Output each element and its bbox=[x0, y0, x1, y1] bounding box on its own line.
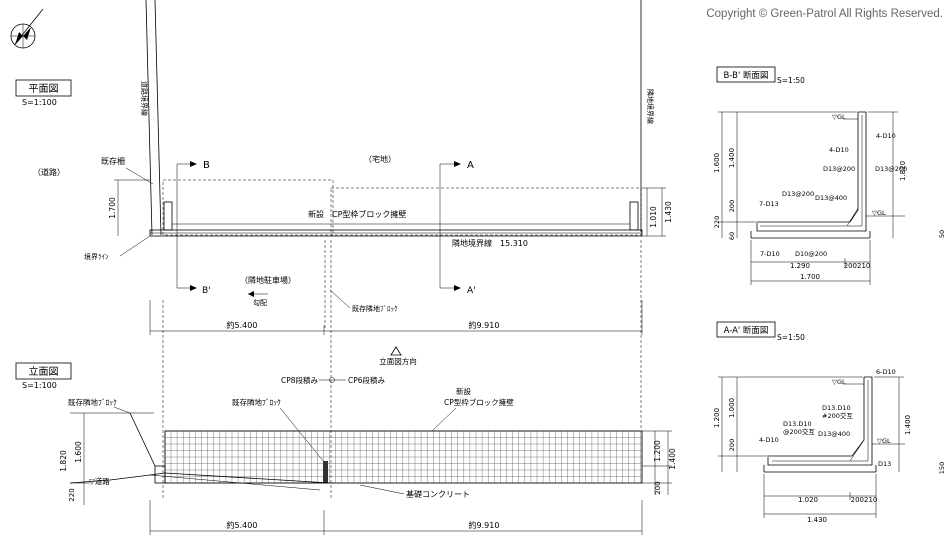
plan-neighbor-boundary-length: 隣地境界線 15.310 bbox=[452, 238, 528, 248]
plan-marker-b: B bbox=[203, 160, 210, 171]
elevation-new-label: 新設 bbox=[456, 386, 471, 396]
plan-neighbor-parking-label: （隣地駐車場） bbox=[240, 275, 296, 285]
section-bb-gl-top: ▽GL bbox=[832, 113, 846, 121]
plan-marker-b-prime: B' bbox=[202, 286, 211, 296]
plan-marker-a: A bbox=[467, 160, 474, 171]
plan-view-direction: 立面図方向 bbox=[379, 356, 417, 366]
elevation-dim-right: 約9.910 bbox=[469, 520, 500, 530]
section-bb-rebar-d10-200: D10@200 bbox=[795, 250, 827, 258]
elevation-title-box bbox=[15, 362, 72, 380]
elevation-cp8-label: CP8段積み bbox=[281, 375, 319, 385]
section-aa-rebar-d13-400: D13@400 bbox=[818, 430, 850, 438]
section-bb-rebar-d13-200-b: D13@200 bbox=[875, 165, 907, 173]
section-bb-scale: S=1:50 bbox=[777, 76, 805, 85]
plan-lot-label: （宅地） bbox=[364, 154, 396, 164]
section-aa-gl-bottom: ▽GL bbox=[877, 437, 891, 445]
plan-title: 平面図 bbox=[29, 83, 59, 95]
section-aa-rebar-d13d10-a: D13.D10 bbox=[822, 404, 851, 412]
elevation-title: 立面図 bbox=[29, 365, 59, 378]
elevation-dim-1600: 1.600 bbox=[74, 441, 83, 463]
section-aa-dim-150: 150 bbox=[938, 462, 946, 474]
plan-dim-1430: 1.430 bbox=[664, 201, 673, 223]
plan-marker-a-prime: A' bbox=[467, 286, 476, 296]
section-bb-rebar-4d10-b: 4-D10 bbox=[829, 146, 849, 154]
plan-existing-fence-label: 既存柵 bbox=[101, 156, 125, 166]
plan-road-label: （道路） bbox=[33, 167, 65, 177]
elevation-dim-200: 200 bbox=[654, 481, 662, 494]
section-bb-dim-220: 220 bbox=[713, 216, 721, 228]
section-bb-dim-1290: 1.290 bbox=[790, 262, 810, 270]
plan-scale: S=1:100 bbox=[22, 98, 57, 107]
section-bb-dim-50: 50 bbox=[938, 230, 946, 238]
section-aa-dim-1020: 1.020 bbox=[798, 496, 818, 504]
section-bb-dim-60: 60 bbox=[728, 232, 736, 240]
plan-dim-right: 約9.910 bbox=[469, 320, 500, 330]
section-aa-rebar-200-a: #200交互 bbox=[822, 411, 853, 420]
section-bb-dim-1700: 1.700 bbox=[800, 273, 820, 281]
elevation-existing-block-left: 既存隣地ﾌﾞﾛｯｸ bbox=[68, 397, 117, 407]
copyright-notice: Copyright © Green-Patrol All Rights Rese… bbox=[706, 8, 943, 20]
section-bb-dim-200: 200 bbox=[728, 200, 736, 212]
section-aa-dim-1000: 1.000 bbox=[728, 398, 736, 418]
section-bb-title-box bbox=[716, 66, 776, 83]
section-aa-dim-1200: 1.200 bbox=[713, 408, 721, 428]
section-bb-rebar-d13-200-c: D13@200 bbox=[782, 190, 814, 198]
elevation-view: 立面図 S=1:100 既存隣地ﾌﾞﾛｯｸ 既存隣地ﾌﾞﾛｯｸ CP8段積み C… bbox=[15, 240, 677, 535]
plan-new-wall-label: 新設 CP型枠ブロック擁壁 bbox=[308, 209, 406, 219]
section-aa-rebar-4d10: 4-D10 bbox=[759, 436, 779, 444]
section-bb-dim-1600: 1.600 bbox=[713, 153, 721, 173]
elevation-dim-1400: 1.400 bbox=[668, 448, 677, 470]
section-aa-rebar-d13: D13 bbox=[878, 460, 891, 468]
plan-road-boundary-label: 道路境界線 bbox=[140, 81, 149, 116]
north-compass-icon bbox=[10, 8, 44, 49]
section-bb-rebar-4d10-a: 4-D10 bbox=[876, 132, 896, 140]
plan-view: 平面図 S=1:100 道路境界線 隣地境界線 （道路） （宅地） 既存柵 新設… bbox=[15, 0, 673, 366]
elevation-existing-block-center: 既存隣地ﾌﾞﾛｯｸ bbox=[232, 397, 281, 407]
section-bb-rebar-7d10: 7-D10 bbox=[760, 250, 780, 258]
section-aa-scale: S=1:50 bbox=[777, 333, 805, 342]
section-bb-gl-bottom: ▽GL bbox=[872, 209, 886, 217]
section-aa-rebar-200-b: @200交互 bbox=[783, 427, 815, 436]
section-aa-title: A-A' 断面図 bbox=[724, 325, 769, 336]
plan-dim-left: 約5.400 bbox=[227, 320, 258, 330]
section-aa-dim-200: 200 bbox=[728, 439, 736, 451]
section-aa-dim-1430: 1.430 bbox=[807, 516, 827, 524]
elevation-dim-1200: 1.200 bbox=[653, 440, 662, 462]
elevation-dim-220: 220 bbox=[68, 488, 76, 501]
elevation-scale: S=1:100 bbox=[22, 381, 57, 390]
plan-title-box bbox=[15, 79, 72, 97]
plan-slope-label: 勾配 bbox=[253, 298, 267, 307]
section-bb-dim-1400: 1.400 bbox=[728, 148, 736, 168]
section-aa-dim-200210: 200210 bbox=[851, 496, 878, 504]
section-aa: A-A' 断面図 S=1:50 ▽GL ▽GL 6-D10 D13.D10 #2… bbox=[713, 321, 946, 524]
plan-neighbor-boundary-label: 隣地境界線 bbox=[646, 89, 655, 124]
section-bb-rebar-d13-400: D13@400 bbox=[815, 194, 847, 202]
section-aa-rebar-d13d10-b: D13.D10 bbox=[783, 420, 812, 428]
elevation-cp6-label: CP6段積み bbox=[348, 375, 386, 385]
elevation-foundation-label: 基礎コンクリート bbox=[406, 489, 470, 499]
elevation-road-label: ▽道路 bbox=[89, 476, 110, 486]
plan-boundary-line-label: 境界ﾗｲﾝ bbox=[84, 252, 109, 261]
elevation-new-wall-label: CP型枠ブロック擁壁 bbox=[444, 397, 514, 407]
elevation-dim-1820: 1.820 bbox=[59, 450, 68, 472]
section-bb-rebar-7d13: 7-D13 bbox=[759, 200, 779, 208]
section-aa-dim-1400: 1.400 bbox=[904, 415, 912, 435]
plan-dim-1010: 1.010 bbox=[649, 206, 658, 228]
section-bb: B-B' 断面図 S=1:50 ▽GL ▽GL 4-D10 4-D10 D13@… bbox=[713, 66, 946, 285]
elevation-dim-left: 約5.400 bbox=[227, 520, 258, 530]
section-bb-title: B-B' 断面図 bbox=[724, 70, 769, 81]
section-bb-dim-1820: 1.820 bbox=[899, 161, 907, 181]
section-aa-gl-top: ▽GL bbox=[832, 378, 846, 386]
plan-existing-block-label: 既存隣地ﾌﾞﾛｯｸ bbox=[352, 304, 398, 313]
section-aa-rebar-6d10: 6-D10 bbox=[876, 368, 896, 376]
section-bb-rebar-d13-200-a: D13@200 bbox=[823, 165, 855, 173]
section-bb-dim-200210: 200210 bbox=[844, 262, 871, 270]
plan-dim-1700: 1.700 bbox=[108, 197, 117, 219]
section-aa-title-box bbox=[716, 321, 776, 338]
